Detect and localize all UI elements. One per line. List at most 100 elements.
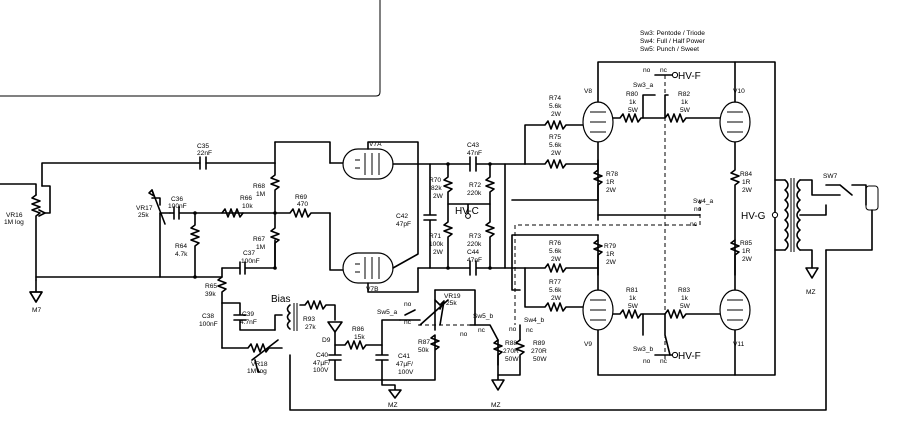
label-r75-power: 2W [551,150,562,157]
label-r64-value: 4.7k [175,251,188,258]
label-r79: R79 [604,243,616,250]
label-hv-c: HV-C [455,206,479,217]
label-c35: C35 [197,143,209,150]
label-no-4: no [643,67,651,74]
label-r77-power: 2W [551,295,562,302]
label-r76-power: 2W [551,256,562,263]
label-r85: R85 [740,240,752,247]
label-r71-power: 2W [433,249,444,256]
label-c37: C37 [243,250,255,257]
label-r65: R65 [205,283,217,290]
label-r85-value: 1R [742,248,751,255]
label-c38-value: 100nF [199,321,218,328]
label-r83-power: 5W [680,303,691,310]
label-vr19: VR19 [444,293,461,300]
label-r69: R69 [295,194,307,201]
label-r83: R83 [678,287,690,294]
label-r66-value: 10k [242,203,253,210]
label-r72: R72 [469,182,481,189]
label-sw4b: Sw4_b [524,317,544,324]
label-vr17-value: 25k [138,212,149,219]
sw4-link [514,200,701,325]
tube-v7a [342,148,394,180]
ht-bottom-bus [597,329,736,376]
label-m7: M7 [32,307,41,314]
label-hv-f-top: HV-F [678,71,701,82]
label-mz-3: MZ [806,289,816,296]
label-c37-value: 100nF [241,258,260,265]
label-no-5: no [643,358,651,365]
label-r74-power: 2W [551,111,562,118]
label-r88-power: 50W [505,356,519,363]
label-c41-value: 47µF/ [396,361,413,368]
label-r80-value: 1k [629,99,637,106]
label-r67: R67 [253,236,265,243]
label-r70: R70 [429,177,441,184]
label-c36-value: 100nF [168,203,187,210]
label-c41: C41 [398,353,410,360]
label-c38: C38 [202,313,214,320]
label-r84: R84 [740,171,752,178]
label-v10: V10 [733,88,745,95]
label-vr19-value: 25k [446,300,457,307]
label-r79-power: 2W [606,259,617,266]
label-r66: R66 [240,195,252,202]
label-no-6: no [694,206,702,213]
label-c39: C39 [242,311,254,318]
label-vr16-value: 1M log [4,219,24,226]
label-r77: R77 [549,279,561,286]
tube-v10 [719,101,751,143]
label-v7a: V7A [369,141,382,148]
label-r76: R76 [549,240,561,247]
label-r80-power: 5W [628,107,639,114]
label-vr18-value: 1M log [247,368,267,375]
label-no-3: no [509,326,517,333]
label-v9: V9 [584,341,592,348]
label-hv-f-bottom: HV-F [678,351,701,362]
label-d9: D9 [322,337,331,344]
label-r74: R74 [549,95,561,102]
pi-load-network [429,156,526,276]
label-c42: C42 [396,213,408,220]
label-r83-value: 1k [681,295,689,302]
label-vr17: VR17 [136,205,153,212]
label-r87: R87 [418,339,430,346]
label-r82-value: 1k [681,99,689,106]
output-transformer [774,178,879,279]
label-mz-2: MZ [491,402,501,409]
label-v11: V11 [733,341,745,348]
label-bias: Bias [271,294,290,305]
label-r89: R89 [533,340,545,347]
label-r78-power: 2W [606,187,617,194]
label-r93-value: 27k [305,324,316,331]
label-r89-power: 50W [533,356,547,363]
label-r71: R71 [429,233,441,240]
label-r81-power: 5W [628,303,639,310]
label-sw3b: Sw3_b [633,346,653,353]
label-r73: R73 [469,233,481,240]
label-r64: R64 [175,243,187,250]
v7-top-wire [274,141,331,164]
label-r75: R75 [549,134,561,141]
label-vr18: VR18 [251,361,268,368]
bias-section [286,289,525,399]
label-r79-value: 1R [606,251,615,258]
label-sw7: SW7 [823,173,838,180]
label-nc-6: nc [690,221,698,228]
label-r86: R86 [352,326,364,333]
label-r89-value: 270R [531,348,547,355]
label-sw5b: Sw5_b [473,313,493,320]
label-c39-value: 4.7nF [240,319,257,326]
note-sw5: Sw5: Punch / Sweet [640,46,699,53]
label-r84-power: 2W [742,187,753,194]
input-section [0,156,331,373]
tube-v11 [719,289,751,331]
tube-v9 [582,289,614,331]
label-r82-power: 5W [680,107,691,114]
label-r93: R93 [303,316,315,323]
label-r86-value: 15k [354,334,365,341]
label-r80: R80 [626,91,638,98]
label-sw3a: Sw3_a [633,82,653,89]
